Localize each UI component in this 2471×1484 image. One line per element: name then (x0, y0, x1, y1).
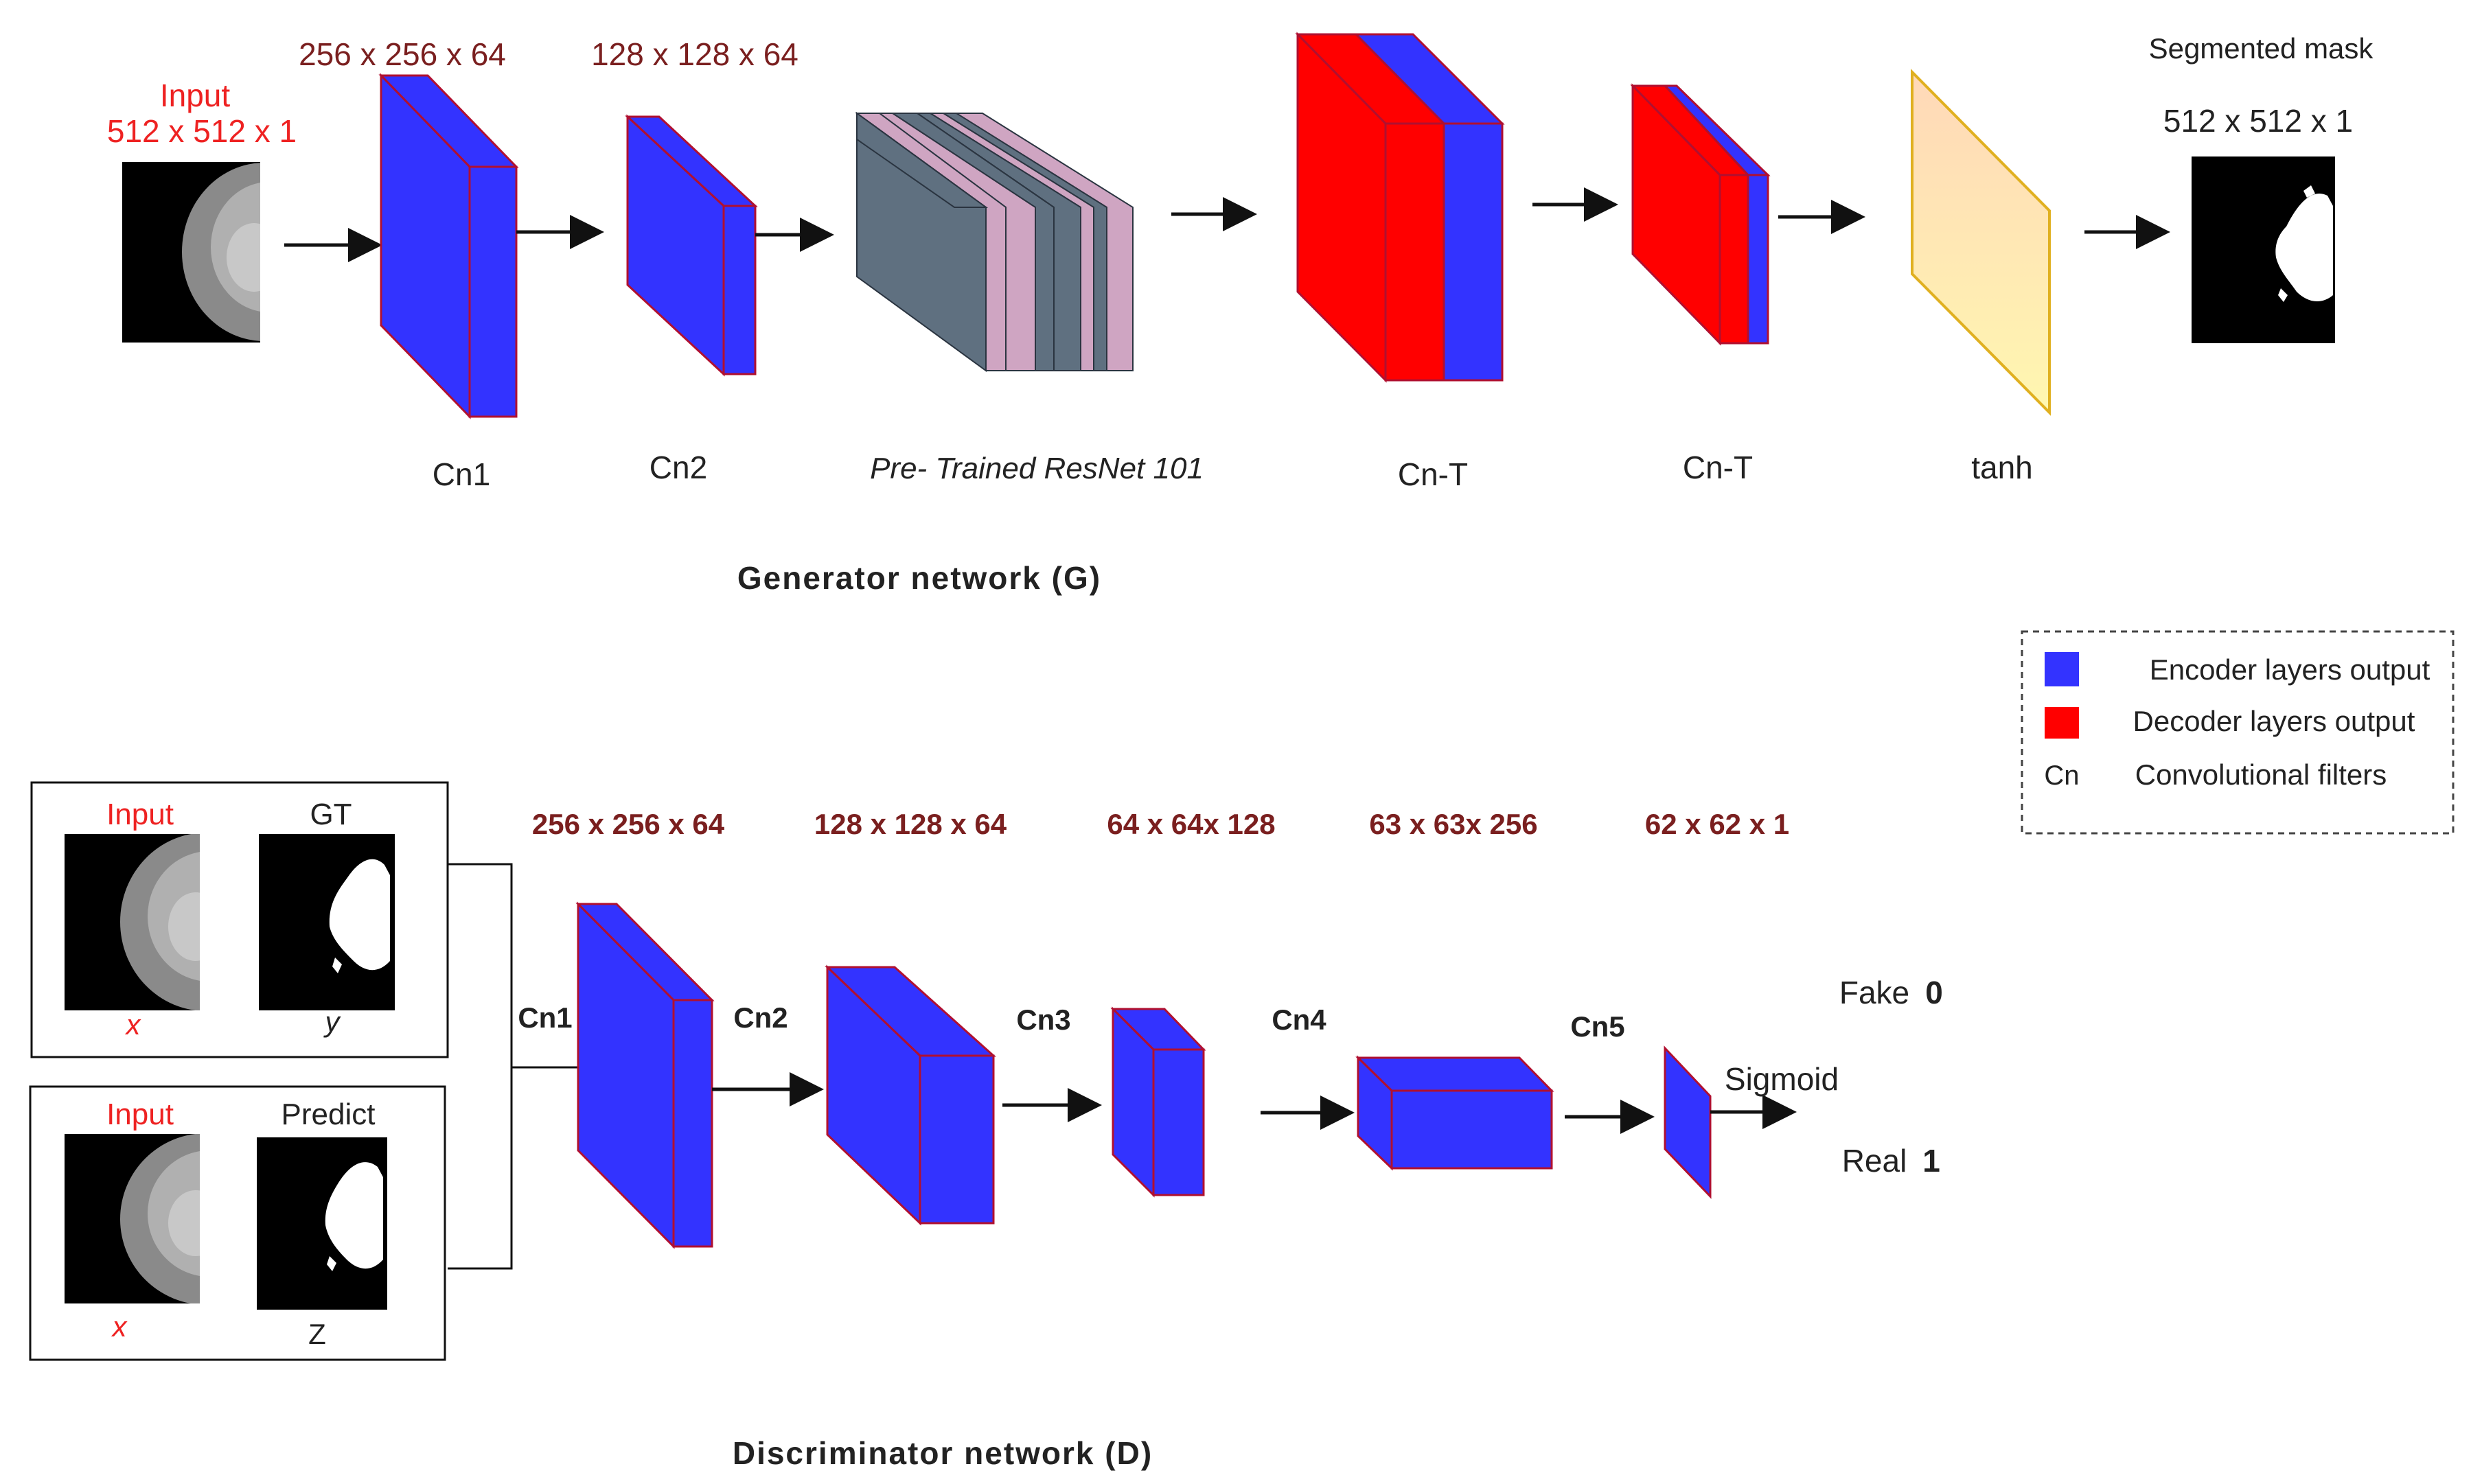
disc-output-fake: Fake 0 (1839, 975, 1943, 1010)
pair2-x-label: x (111, 1310, 128, 1343)
segmented-mask-output-image (2192, 156, 2335, 343)
disc-layer-cn3: Cn3 (1016, 1004, 1070, 1036)
disc-layer-cn5: Cn5 (1570, 1010, 1624, 1043)
disc-dim-cn5: 62 x 62 x 1 (1645, 808, 1789, 840)
generator-network: Input 512 x 512 x 1 256 x 256 x 64 128 x… (107, 32, 2374, 596)
disc-sigmoid-label: Sigmoid (1725, 1061, 1839, 1097)
pair2-z-label: Z (308, 1318, 326, 1350)
generator-layer-cn1: Cn1 (433, 456, 490, 492)
generator-cnt2-block (1630, 83, 1771, 346)
pair2-predict-label: Predict (281, 1098, 376, 1131)
mammogram-input-image (122, 162, 260, 343)
generator-layer-tanh: tanh (1971, 450, 2033, 485)
legend: Encoder layers output Decoder layers out… (2021, 630, 2455, 835)
disc-dim-cn2: 128 x 128 x 64 (814, 808, 1007, 840)
disc-layer-cn1: Cn1 (518, 1001, 572, 1034)
tanh-plane (1911, 69, 2051, 416)
disc-fake-value: 0 (1925, 975, 1943, 1010)
disc-cn5-block (1664, 1045, 1712, 1199)
generator-input-label: Input (160, 78, 231, 113)
generator-cn2-block (625, 114, 758, 377)
legend-decoder-swatch (2045, 707, 2079, 739)
disc-layer-cn2: Cn2 (733, 1001, 788, 1034)
legend-cn-key: Cn (2044, 761, 2079, 791)
generator-layer-cn2: Cn2 (650, 450, 707, 485)
generator-layer-resnet: Pre- Trained ResNet 101 (870, 452, 1204, 485)
pair2-predict-mask-image (257, 1137, 387, 1310)
disc-cn3-block (1110, 1006, 1206, 1198)
pair1-y-label: y (323, 1006, 342, 1038)
generator-input-dims: 512 x 512 x 1 (107, 113, 297, 149)
legend-decoder-label: Decoder layers output (2133, 705, 2415, 737)
generator-output-dims: 512 x 512 x 1 (2163, 103, 2353, 139)
disc-cn4-block (1355, 1055, 1554, 1171)
disc-layer-cn4: Cn4 (1272, 1004, 1326, 1036)
disc-real-label: Real (1842, 1143, 1907, 1179)
disc-dim-cn3: 64 x 64x 128 (1107, 808, 1275, 840)
pair1-x-label: x (125, 1008, 142, 1041)
legend-cn-label: Convolutional filters (2135, 758, 2387, 791)
pair1-gt-label: GT (310, 798, 352, 831)
disc-cn1-block (575, 901, 715, 1249)
legend-encoder-swatch (2045, 652, 2079, 686)
generator-title: Generator network (G) (737, 560, 1101, 596)
generator-dim-cn1: 256 x 256 x 64 (299, 36, 506, 72)
pair1-input-label: Input (106, 798, 174, 831)
pair2-input-label: Input (106, 1098, 174, 1131)
input-pair-gt: Input GT x y (30, 781, 449, 1058)
generator-layer-cnt2: Cn-T (1683, 450, 1753, 485)
legend-encoder-label: Encoder layers output (2150, 653, 2430, 686)
pair1-gt-mask-image (259, 834, 395, 1010)
generator-dim-cn2: 128 x 128 x 64 (591, 36, 798, 72)
pair1-mammogram-image (65, 834, 200, 1010)
discriminator-title: Discriminator network (D) (733, 1435, 1153, 1471)
disc-dim-cn4: 63 x 63x 256 (1369, 808, 1537, 840)
input-pair-predict: Input Predict x Z (29, 1085, 446, 1361)
generator-cn1-block (378, 73, 519, 419)
disc-fake-label: Fake (1839, 975, 1909, 1010)
input-connector (448, 863, 513, 1270)
disc-cn2-block (825, 964, 996, 1226)
resnet-101-block (854, 112, 1134, 372)
disc-dim-cn1: 256 x 256 x 64 (532, 808, 725, 840)
disc-real-value: 1 (1922, 1143, 1940, 1179)
pair2-mammogram-image (65, 1134, 200, 1303)
generator-layer-cnt1: Cn-T (1398, 456, 1468, 492)
disc-output-real: Real 1 (1842, 1143, 1940, 1179)
generator-cnt1-block (1295, 32, 1505, 383)
generator-output-label: Segmented mask (2149, 32, 2374, 65)
discriminator-network: Input GT x y Input Predict (29, 781, 1943, 1471)
